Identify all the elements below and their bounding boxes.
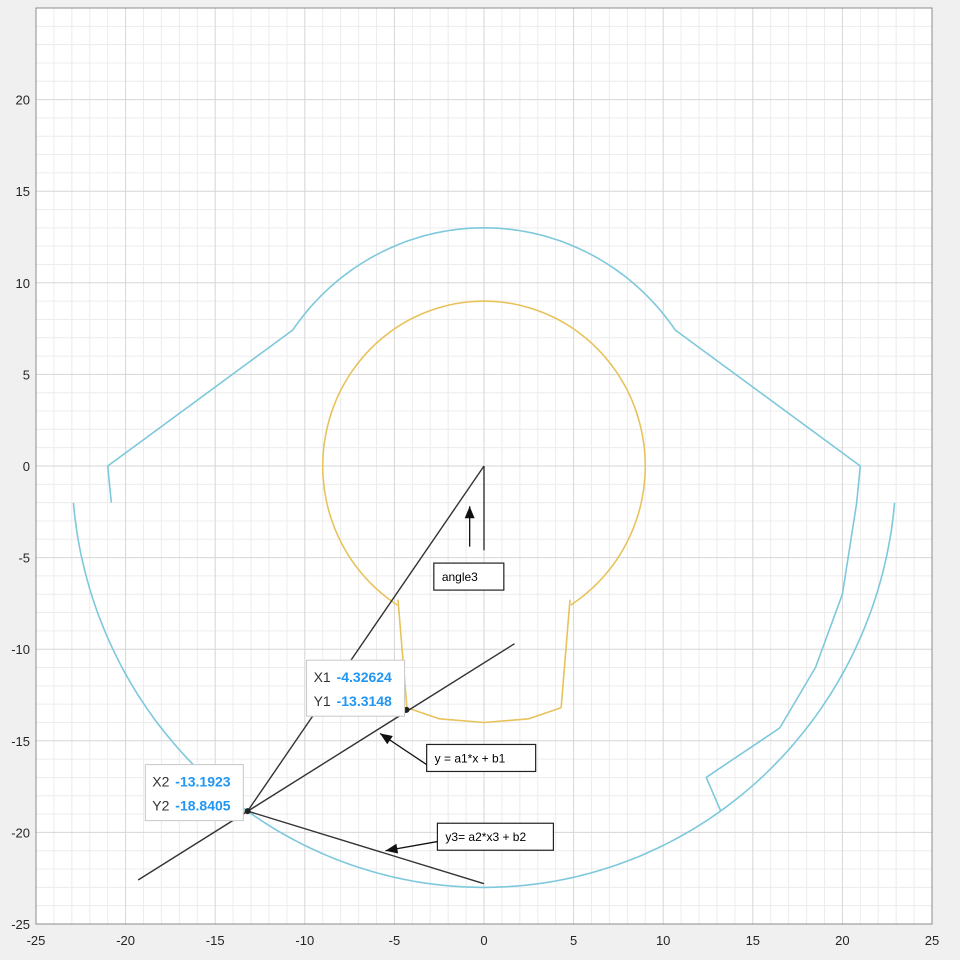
annotation-arrow-head [464, 506, 475, 519]
annotation-box [433, 562, 505, 591]
x-tick-label: 0 [480, 933, 487, 948]
annotation-text: y3= a2*x3 + b2 [445, 830, 526, 844]
x-tick-label: -10 [295, 933, 314, 948]
x-tick-label: 20 [835, 933, 849, 948]
outer-right-lower-edge [705, 502, 858, 779]
line-ray [247, 465, 485, 812]
annotation-text: y = a1*x + b1 [435, 751, 506, 765]
inner-stem-left [397, 599, 408, 708]
datatip-x-label: X1 [314, 669, 331, 685]
series-layer [72, 227, 896, 889]
y-tick-label: -25 [11, 917, 30, 932]
outer-right-notch [705, 777, 722, 811]
x-tick-label: 15 [746, 933, 760, 948]
annotation-box [436, 822, 555, 851]
y-tick-label: 10 [16, 276, 30, 291]
outer-left-edge [106, 329, 293, 503]
annotation-eq2[interactable]: y3= a2*x3 + b2 [385, 822, 555, 854]
x-tick-label: -5 [389, 933, 401, 948]
annotation-text: angle3 [442, 570, 478, 584]
y-tick-label: 15 [16, 184, 30, 199]
y-tick-label: 20 [16, 93, 30, 108]
y-tick-label: 0 [23, 459, 30, 474]
y-tick-label: -15 [11, 734, 30, 749]
x-tick-label: -15 [206, 933, 225, 948]
datatip-y-value: -13.3148 [337, 693, 392, 709]
y-tick-label: -5 [18, 551, 30, 566]
line-a2 [247, 810, 485, 885]
datatip-box [306, 659, 406, 717]
outer-right-edge [675, 329, 862, 503]
annotation-layer: angle3 y = a1*x + b1 y3= a2*x3 + b2 [379, 506, 555, 854]
axes-frame [35, 7, 933, 925]
outer-right-lower-arc-hidden [719, 502, 896, 812]
x-tick-label: 25 [925, 933, 939, 948]
inner-stem-bottom [406, 707, 562, 724]
x-tick-label: -25 [27, 933, 46, 948]
annotation-angle3[interactable]: angle3 [433, 506, 505, 591]
datatip-x-value: -4.32624 [337, 669, 392, 685]
annotation-box [426, 743, 537, 773]
outer-left-lower-arc [72, 502, 148, 709]
datatip-y-value: -18.8405 [175, 798, 230, 814]
annotation-arrow-head [380, 733, 393, 745]
line-a1 [137, 643, 515, 881]
data-point-marker[interactable] [244, 808, 251, 815]
datatip-x-label: X2 [152, 774, 169, 790]
x-axis-ticks: -25 -20 -15 -10 -5 0 5 10 15 20 25 [27, 933, 940, 948]
datatip-y-label: Y2 [152, 798, 169, 814]
datatip-x-value: -13.1923 [175, 774, 230, 790]
annotation-eq1[interactable]: y = a1*x + b1 [379, 732, 537, 773]
inner-stem-right [560, 599, 571, 708]
datatip-y-label: Y1 [314, 693, 331, 709]
x-tick-label: 10 [656, 933, 670, 948]
y-axis-ticks: -25 -20 -15 -10 -5 0 5 10 15 20 [11, 93, 30, 932]
x-tick-label: -20 [116, 933, 135, 948]
x-tick-label: 5 [570, 933, 577, 948]
outer-top-arc [291, 227, 677, 332]
y-tick-label: -20 [11, 825, 30, 840]
y-tick-label: -10 [11, 642, 30, 657]
datatip-box [144, 764, 244, 822]
y-tick-label: 5 [23, 367, 30, 382]
annotation-arrow-head [385, 843, 399, 854]
inner-circle-arc [321, 300, 647, 606]
